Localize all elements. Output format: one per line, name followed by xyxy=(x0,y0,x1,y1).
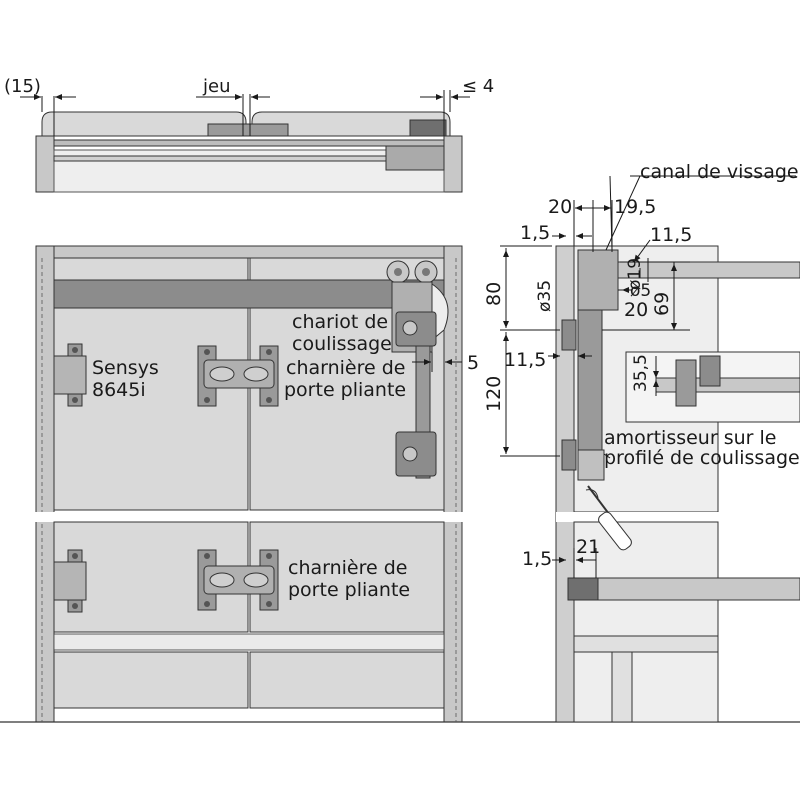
dim-69: 69 xyxy=(651,292,673,316)
dim-35-5: 35,5 xyxy=(631,354,651,392)
dim-left-label: (15) xyxy=(4,76,41,97)
side-rail-profile xyxy=(577,249,619,311)
front-view: Sensys 8645i charnière de porte pliante xyxy=(0,245,800,723)
top-carriage-roller xyxy=(385,145,445,171)
dim-right-label: ≤ 4 xyxy=(462,76,494,97)
dim-120: 120 xyxy=(483,376,505,412)
cabinet-left-side xyxy=(35,245,55,723)
fold-hinge-bottom-label-1: charnière de xyxy=(288,557,408,579)
dim-20-top: 20 xyxy=(548,196,572,218)
rail-profile xyxy=(53,279,445,309)
dim-phi19: ø19 xyxy=(625,258,645,290)
sensys-label-1: Sensys xyxy=(92,357,159,379)
top-carriage-block xyxy=(409,119,447,137)
fold-hinge-upper xyxy=(197,345,279,407)
lower-drawer-left xyxy=(53,651,249,709)
top-door-left xyxy=(41,111,247,137)
cabinet-top xyxy=(53,245,445,259)
carriage-label-1: chariot de xyxy=(292,311,388,333)
fold-hinge-top-label-2: porte pliante xyxy=(284,379,406,401)
side-rail-top xyxy=(589,261,800,279)
top-cabinet-right-side xyxy=(443,135,463,193)
canal-label: canal de vissage xyxy=(640,161,799,183)
dim-phi5: ø5 xyxy=(630,281,651,301)
side-shelf xyxy=(573,635,719,653)
lower-drawer-right xyxy=(249,651,445,709)
dim-11-5-right: 11,5 xyxy=(650,224,692,246)
side-dimensions xyxy=(500,175,796,578)
dim-11-5-left: 11,5 xyxy=(504,349,546,371)
dim-phi35: ø35 xyxy=(535,280,555,312)
sliding-carriage xyxy=(386,260,449,479)
offset-dim-label: 5 xyxy=(467,352,479,374)
damper-label-1: amortisseur sur le xyxy=(604,427,776,449)
side-panel-lower xyxy=(573,521,719,723)
top-hinge-block xyxy=(207,123,289,137)
sensys-hinge-upper xyxy=(53,343,87,407)
side-view: canal de vissage 20 19,5 1,5 11,5 80 ø35… xyxy=(483,161,800,723)
top-rail xyxy=(53,139,445,147)
dim-80: 80 xyxy=(483,282,505,306)
dim-19-5: 19,5 xyxy=(614,196,656,218)
sensys-label-2: 8645i xyxy=(92,379,146,401)
fold-hinge-lower xyxy=(197,549,279,611)
fold-hinge-top-label-1: charnière de xyxy=(286,357,406,379)
side-door-edge xyxy=(555,245,575,723)
side-damper-rail xyxy=(573,577,800,601)
screwdriver-icon xyxy=(585,485,632,551)
dim-20-mid: 20 xyxy=(624,299,648,321)
dim-1-5-bottom: 1,5 xyxy=(522,548,552,570)
top-door-right xyxy=(251,111,451,137)
damper-label-2: profilé de coulissage xyxy=(604,447,800,469)
dim-1-5-top: 1,5 xyxy=(520,222,550,244)
sensys-hinge-lower xyxy=(53,549,87,613)
carriage-label-2: coulissage xyxy=(292,333,392,355)
top-cabinet-left-side xyxy=(35,135,55,193)
fold-hinge-bottom-label-2: porte pliante xyxy=(288,579,410,601)
dim-center-label: jeu xyxy=(202,76,230,97)
top-view: (15) jeu ≤ 4 xyxy=(4,76,494,193)
dim-21: 21 xyxy=(576,536,600,558)
lower-door-right xyxy=(249,521,445,633)
